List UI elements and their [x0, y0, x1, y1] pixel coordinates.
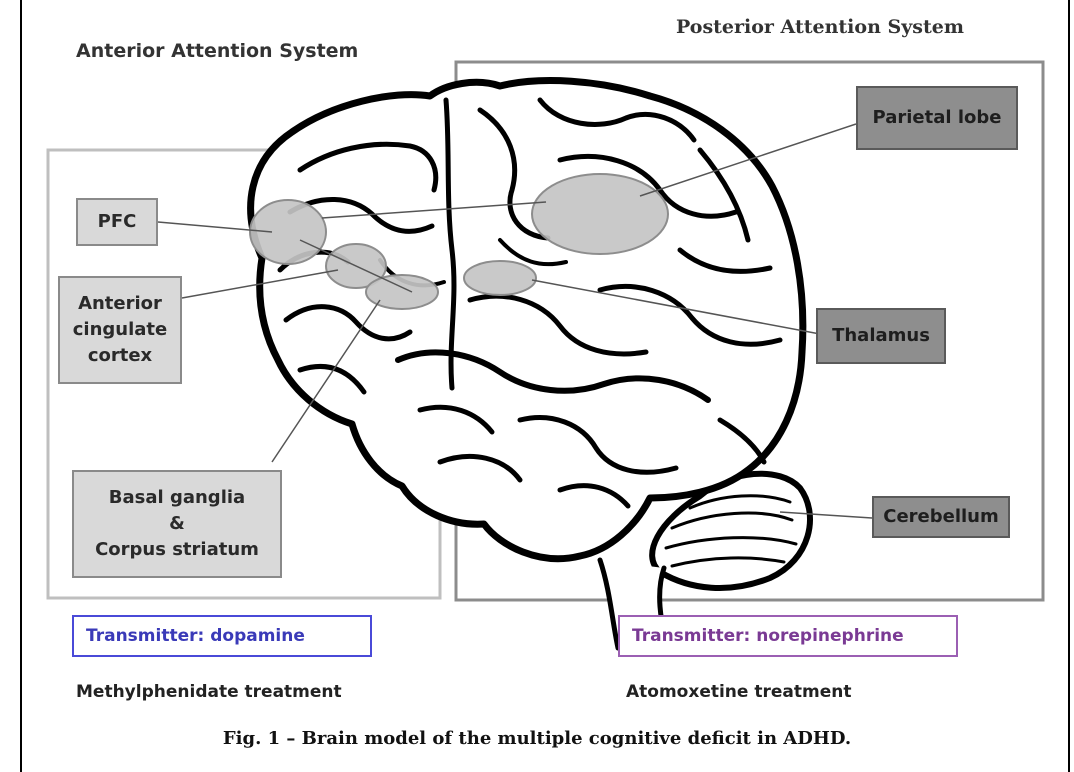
acc-label-line-1: Anterior: [78, 291, 162, 317]
norepinephrine-transmitter-box: Transmitter: norepinephrine: [618, 615, 958, 657]
atomoxetine-treatment-text: Atomoxetine treatment: [626, 682, 851, 702]
basal-label-line-3: Corpus striatum: [95, 537, 259, 563]
thalamus-region: [464, 261, 536, 295]
anterior-cingulate-cortex-label: Anterior cingulate cortex: [58, 276, 182, 384]
basal-ganglia-label: Basal ganglia & Corpus striatum: [72, 470, 282, 578]
acc-label-line-2: cingulate: [73, 317, 167, 343]
parietal-region: [532, 174, 668, 254]
pfc-region: [250, 200, 326, 264]
figure-caption: Fig. 1 – Brain model of the multiple cog…: [0, 728, 1074, 749]
anterior-system-heading: Anterior Attention System: [76, 40, 358, 62]
pfc-label: PFC: [76, 198, 158, 246]
dopamine-transmitter-box: Transmitter: dopamine: [72, 615, 372, 657]
basal-label-line-1: Basal ganglia: [109, 485, 245, 511]
thalamus-label: Thalamus: [816, 308, 946, 364]
parietal-lobe-label: Parietal lobe: [856, 86, 1018, 150]
cerebellum-label: Cerebellum: [872, 496, 1010, 538]
posterior-system-heading: Posterior Attention System: [676, 16, 964, 38]
brain-outline: [251, 81, 810, 648]
methylphenidate-treatment-text: Methylphenidate treatment: [76, 682, 342, 702]
basal-label-line-2: &: [169, 511, 185, 537]
acc-label-line-3: cortex: [88, 343, 152, 369]
